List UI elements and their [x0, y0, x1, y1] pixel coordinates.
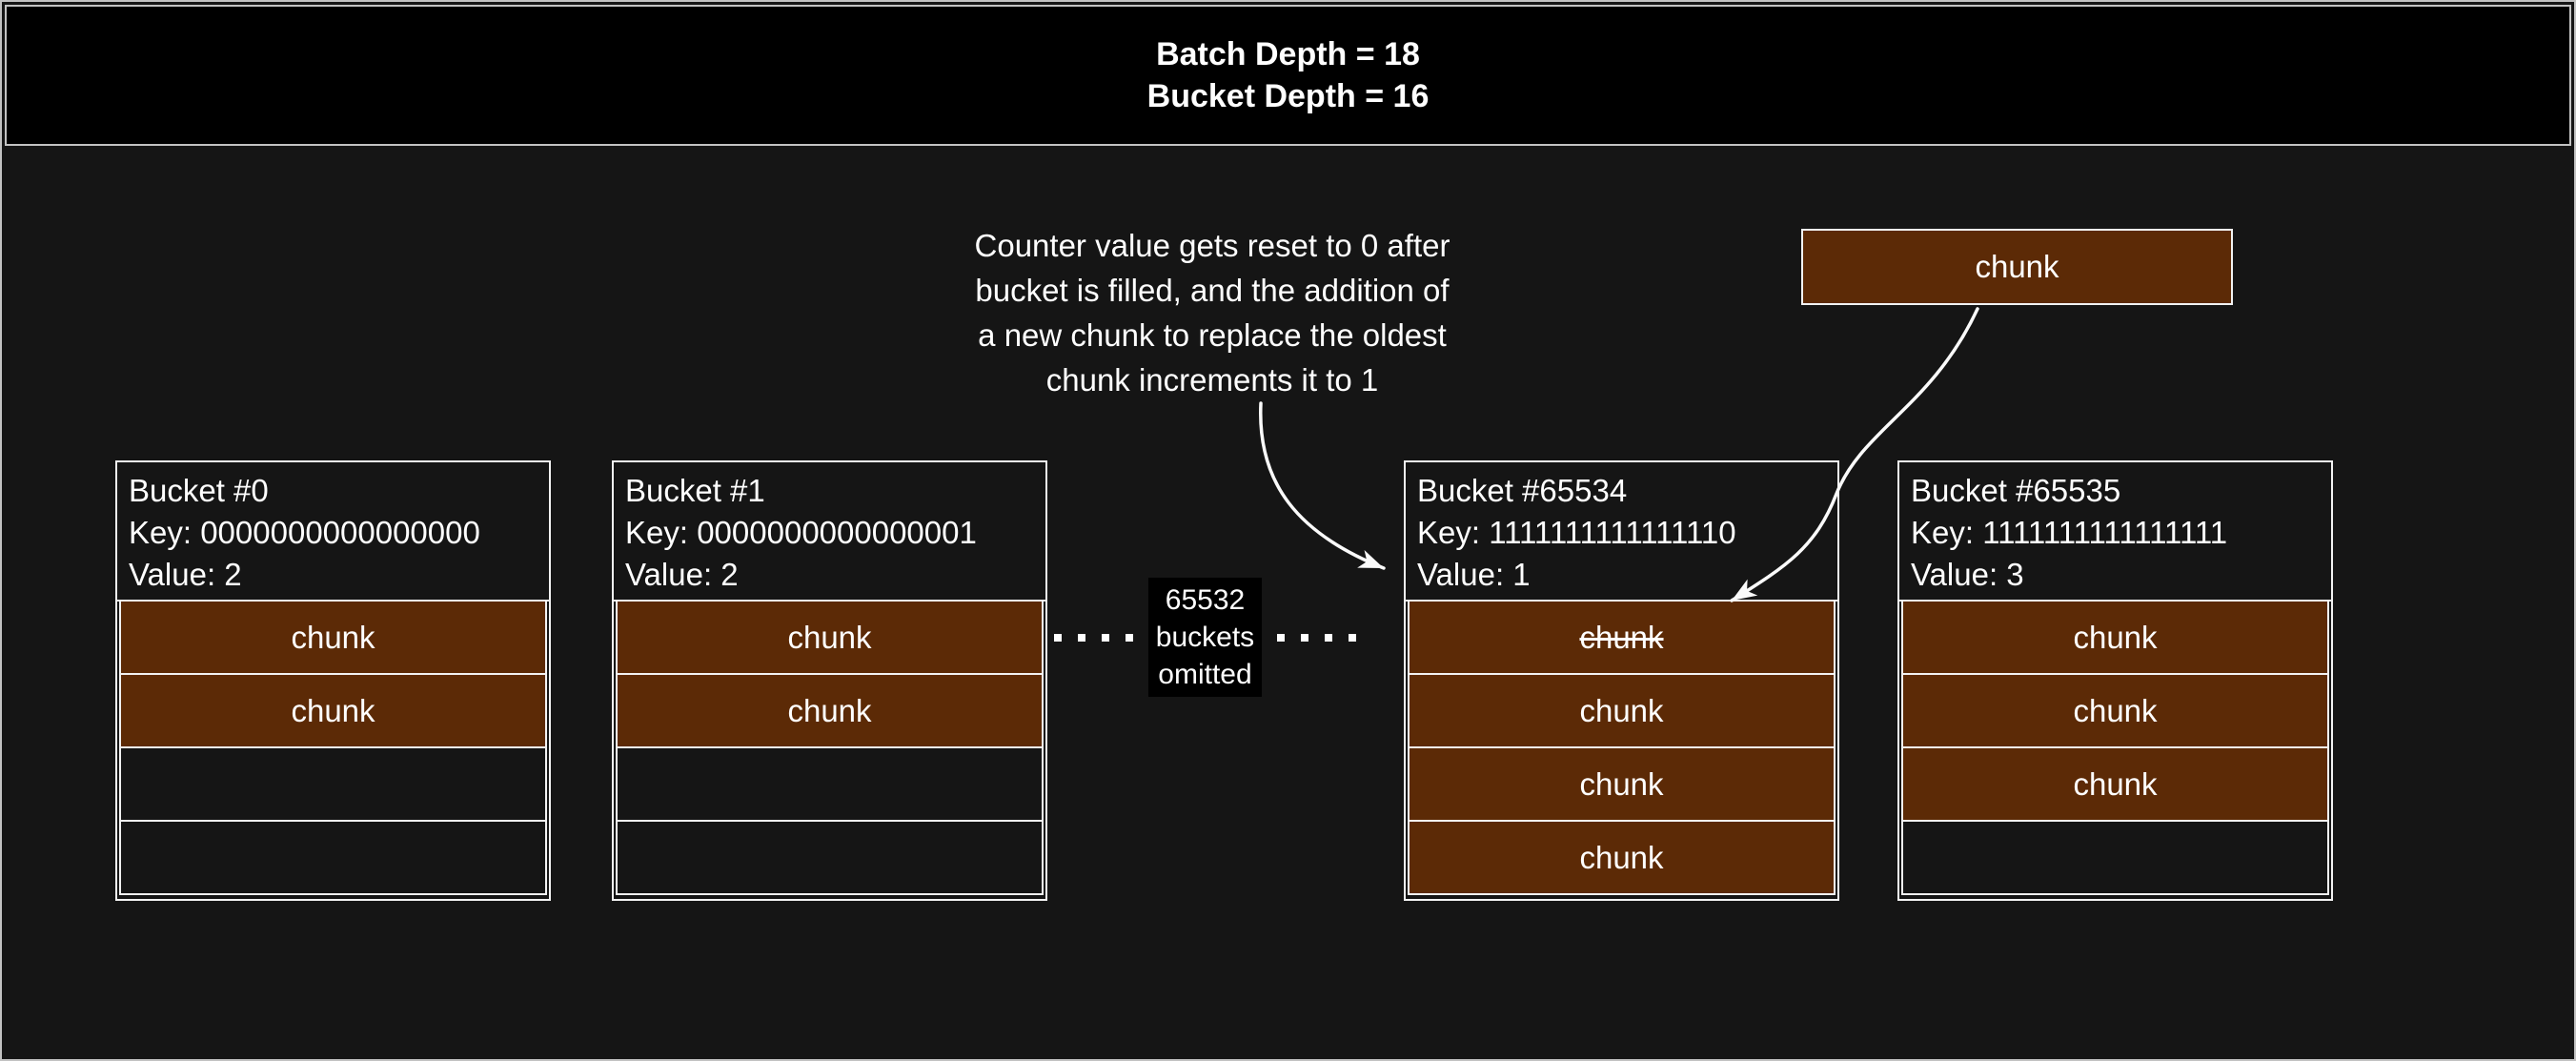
chunk-slot-empty — [616, 822, 1044, 895]
ellipsis-dot — [1101, 633, 1109, 642]
bucket-title: Bucket #0 — [129, 473, 269, 508]
chunk-slot-filled: chunk — [616, 675, 1044, 748]
annotation-line: Counter value gets reset to 0 after — [974, 228, 1450, 263]
chunk-label: chunk — [291, 692, 375, 728]
chunk-label: chunk — [1579, 839, 1664, 875]
bucket-card: Bucket #65535 Key: 1111111111111111 Valu… — [1897, 460, 2333, 901]
chunk-label: chunk — [787, 619, 872, 655]
bucket-key: Key: 1111111111111110 — [1417, 515, 1736, 550]
bucket-title: Bucket #65535 — [1911, 473, 2121, 508]
bucket-key: Key: 0000000000000000 — [129, 515, 480, 550]
header-line-batch-depth: Batch Depth = 18 — [1156, 36, 1420, 72]
chunk-slot-empty — [1901, 822, 2329, 895]
bucket-key: Key: 0000000000000001 — [625, 515, 977, 550]
chunk-label: chunk — [1975, 249, 2059, 284]
chunk-label: chunk — [1579, 765, 1664, 802]
chunk-slot-filled: chunk — [616, 602, 1044, 675]
chunk-slot-empty — [119, 748, 547, 822]
chunk-slot-filled: chunk — [119, 675, 547, 748]
header-line-bucket-depth: Bucket Depth = 16 — [1146, 78, 1430, 114]
bucket-slots: chunk chunk chunk — [1899, 602, 2331, 897]
annotation-line: bucket is filled, and the addition of — [975, 273, 1450, 308]
chunk-slot-filled: chunk — [119, 602, 547, 675]
bucket-value: Value: 2 — [129, 557, 242, 592]
chunk-label: chunk — [2073, 692, 2158, 728]
omitted-count: 65532 — [1165, 584, 1246, 616]
bucket-info: Bucket #1 Key: 0000000000000001 Value: 2 — [614, 462, 1045, 602]
bucket-slots: chunk chunk — [614, 602, 1045, 897]
bucket-card: Bucket #65534 Key: 1111111111111110 Valu… — [1404, 460, 1839, 901]
ellipsis-dot — [1053, 633, 1062, 642]
ellipsis-dot — [1277, 633, 1286, 642]
bucket-card: Bucket #1 Key: 0000000000000001 Value: 2… — [612, 460, 1047, 901]
ellipsis-dot — [1325, 633, 1333, 642]
chunk-slot-filled: chunk — [1408, 675, 1836, 748]
bucket-title: Bucket #1 — [625, 473, 765, 508]
annotation-line: chunk increments it to 1 — [1045, 362, 1379, 398]
chunk-label: chunk — [291, 619, 375, 655]
chunk-label: chunk — [787, 692, 872, 728]
chunk-slot-filled: chunk — [1408, 602, 1836, 675]
bucket-value: Value: 2 — [625, 557, 739, 592]
chunk-label: chunk — [2073, 765, 2158, 802]
chunk-label: chunk — [1579, 619, 1664, 655]
bucket-value: Value: 3 — [1911, 557, 2024, 592]
chunk-slot-filled: chunk — [1408, 748, 1836, 822]
chunk-slot-filled: chunk — [1901, 675, 2329, 748]
bucket-info: Bucket #0 Key: 0000000000000000 Value: 2 — [117, 462, 549, 602]
chunk-slot-filled: chunk — [1901, 602, 2329, 675]
chunk-slot-empty — [616, 748, 1044, 822]
ellipsis-dot — [1125, 633, 1133, 642]
ellipsis-dot — [1349, 633, 1357, 642]
omitted-label: 65532 buckets omitted — [1147, 578, 1263, 697]
ellipsis-dot — [1301, 633, 1309, 642]
incoming-chunk-box: chunk — [1801, 229, 2233, 305]
bucket-info: Bucket #65534 Key: 1111111111111110 Valu… — [1406, 462, 1837, 602]
header-band: Batch Depth = 18 Bucket Depth = 16 — [5, 5, 2571, 146]
omitted-word-omitted: omitted — [1158, 659, 1252, 690]
bucket-title: Bucket #65534 — [1417, 473, 1628, 508]
bucket-info: Bucket #65535 Key: 1111111111111111 Valu… — [1899, 462, 2331, 602]
chunk-slot-filled: chunk — [1901, 748, 2329, 822]
chunk-slot-empty — [119, 822, 547, 895]
ellipsis-dots-right — [1277, 633, 1357, 642]
ellipsis-dots-left — [1053, 633, 1133, 642]
annotation-text: Counter value gets reset to 0 after buck… — [898, 223, 1527, 402]
bucket-slots: chunk chunk chunk chunk — [1406, 602, 1837, 897]
omitted-buckets-indicator: 65532 buckets omitted — [1036, 578, 1374, 697]
bucket-slots: chunk chunk — [117, 602, 549, 897]
annotation-line: a new chunk to replace the oldest — [978, 317, 1447, 353]
ellipsis-dot — [1077, 633, 1085, 642]
arrow-annotation-to-bucket-65534 — [1259, 401, 1386, 570]
chunk-label: chunk — [2073, 619, 2158, 655]
chunk-label: chunk — [1579, 692, 1664, 728]
bucket-value: Value: 1 — [1417, 557, 1531, 592]
bucket-card: Bucket #0 Key: 0000000000000000 Value: 2… — [115, 460, 551, 901]
bucket-key: Key: 1111111111111111 — [1911, 515, 2228, 550]
chunk-slot-filled: chunk — [1408, 822, 1836, 895]
omitted-word-buckets: buckets — [1155, 622, 1255, 653]
